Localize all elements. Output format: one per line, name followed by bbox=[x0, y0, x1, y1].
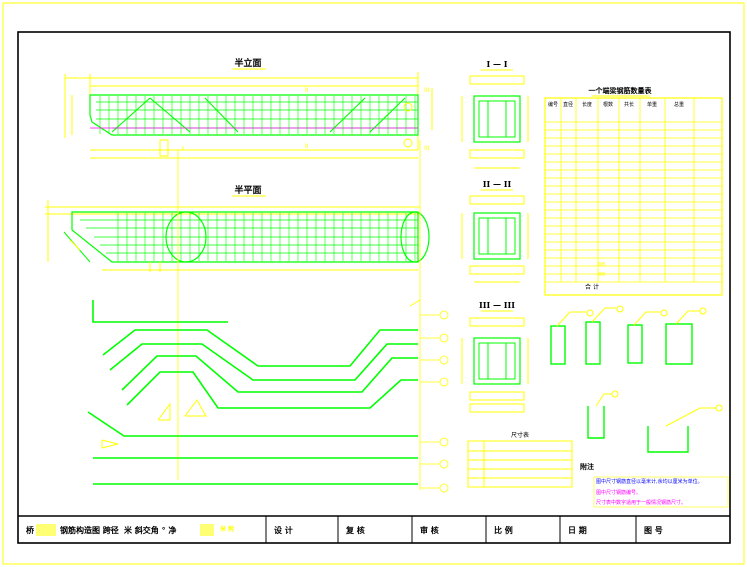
size-table: 尺寸表 bbox=[467, 431, 573, 488]
elevation-title: 半立面 bbox=[234, 57, 261, 69]
rebar-quantity-table: 一个端梁钢筋数量表 编号直径 长度 根数 共长 单重 总重 合 计 Φ8 Φ8 bbox=[544, 86, 723, 296]
svg-text:II: II bbox=[305, 143, 309, 150]
table-header-cell: 单重 bbox=[647, 101, 657, 108]
section-3-title: III — III bbox=[479, 300, 515, 310]
size-table-title: 尺寸表 bbox=[511, 431, 529, 439]
approve-label: 审 核 bbox=[420, 525, 439, 535]
section-2-title: II — II bbox=[483, 179, 512, 189]
note-3: 尺寸表中数字适用于一般情况钢筋尺寸。 bbox=[596, 499, 686, 506]
title-part-b: 钢筋构造图 跨径 bbox=[60, 525, 119, 535]
svg-text:III: III bbox=[424, 145, 430, 152]
table-header-cell: 直径 bbox=[563, 101, 573, 108]
table-header-cell: 长度 bbox=[582, 101, 592, 108]
svg-text:III: III bbox=[424, 87, 430, 94]
stirrup-details bbox=[550, 305, 723, 453]
elevation-view: 半立面 II bbox=[64, 57, 433, 159]
title-block: 桥 钢筋构造图 跨径 米 斜交角 ° 净 米 附 设 计 复 核 审 核 比 例… bbox=[18, 515, 730, 543]
table-total-label: 合 计 bbox=[585, 283, 599, 291]
table-title: 一个端梁钢筋数量表 bbox=[589, 86, 653, 95]
table-header-cell: 编号 bbox=[548, 101, 558, 108]
note-2: 图中尺寸钢筋编号。 bbox=[596, 489, 641, 496]
drawing-number-label: 图 号 bbox=[644, 525, 663, 535]
notes: 附注 图中尺寸钢筋直径以毫米计,余均以厘米为单位。 图中尺寸钢筋编号。 尺寸表中… bbox=[580, 462, 729, 508]
section-1-title: I — I bbox=[486, 59, 507, 69]
svg-text:I: I bbox=[182, 145, 184, 152]
title-part-c: 米 斜交角 ° 净 bbox=[123, 525, 176, 535]
title-part-d: 米 附 bbox=[220, 525, 234, 533]
review-label: 复 核 bbox=[345, 525, 365, 535]
rebar-details bbox=[87, 300, 418, 485]
section-views: I — I II — II III — III bbox=[461, 59, 529, 413]
inner-frame bbox=[17, 31, 731, 544]
plan-view: 半平面 bbox=[45, 184, 430, 272]
title-part-a: 桥 bbox=[26, 525, 35, 535]
table-mark-a: Φ8 bbox=[598, 262, 605, 268]
note-1: 图中尺寸钢筋直径以毫米计,余均以厘米为单位。 bbox=[596, 478, 703, 485]
table-mark-b: Φ8 bbox=[598, 272, 605, 278]
svg-text:II: II bbox=[305, 87, 309, 94]
rebar-callouts bbox=[409, 299, 449, 493]
date-label: 日 期 bbox=[568, 525, 587, 535]
table-header-cell: 根数 bbox=[603, 101, 613, 108]
notes-heading: 附注 bbox=[580, 462, 594, 471]
scale-label: 比 例 bbox=[494, 525, 513, 535]
plan-title: 半平面 bbox=[234, 184, 261, 196]
table-header-cell: 总重 bbox=[674, 101, 684, 108]
design-label: 设 计 bbox=[274, 525, 293, 535]
table-header-cell: 共长 bbox=[624, 101, 634, 108]
